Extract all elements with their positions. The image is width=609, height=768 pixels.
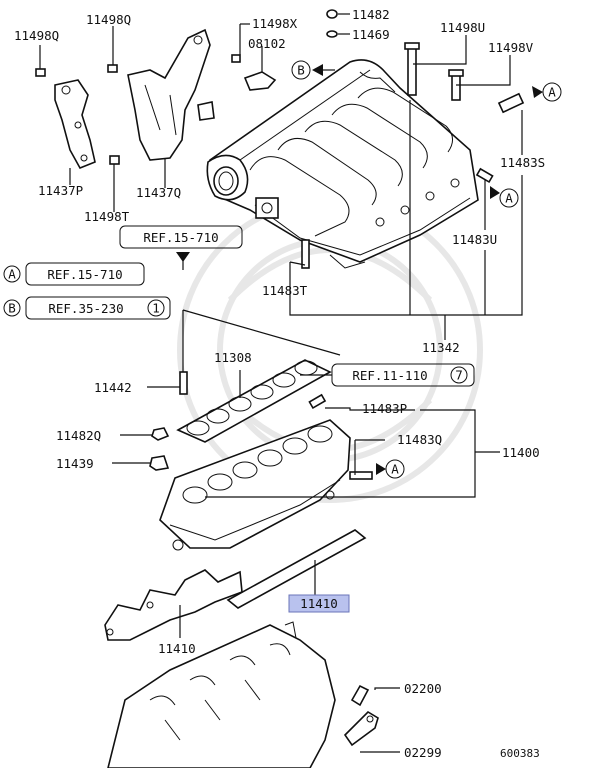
label-11498X[interactable]: 11498X (252, 16, 298, 31)
nut-11482[interactable] (326, 9, 338, 19)
label-02200[interactable]: 02200 (404, 681, 442, 696)
label-11439[interactable]: 11439 (56, 456, 94, 471)
legend-ref-b[interactable]: B REF.35-230 1 (3, 296, 171, 320)
cylinder-head (107, 621, 336, 768)
bolt-11498V[interactable] (448, 69, 464, 101)
label-11410-highlighted[interactable]: 11410 (300, 596, 338, 611)
gasket-11410-upper[interactable] (226, 529, 367, 609)
svg-text:B: B (8, 301, 16, 316)
label-11483U[interactable]: 11483U (452, 232, 497, 247)
arrow-to-a-mid (490, 186, 500, 199)
bolt-11498Q-right[interactable] (107, 64, 118, 73)
arrow-to-a-lower (376, 463, 386, 475)
gasket-11308[interactable] (176, 359, 332, 443)
plug-02200[interactable] (350, 684, 370, 707)
bolt-11498X[interactable] (231, 54, 241, 63)
washer-11469[interactable] (326, 30, 338, 38)
label-11498T[interactable]: 11498T (84, 209, 130, 224)
leader-lines (39, 13, 523, 753)
label-08102[interactable]: 08102 (248, 36, 286, 51)
label-11498U[interactable]: 11498U (440, 20, 485, 35)
svg-text:A: A (8, 267, 16, 282)
label-11437Q[interactable]: 11437Q (136, 185, 181, 200)
svg-text:A: A (548, 85, 556, 100)
svg-text:A: A (505, 191, 513, 206)
label-11442[interactable]: 11442 (94, 380, 132, 395)
arrow-to-a-right (532, 86, 543, 98)
label-11482Q[interactable]: 11482Q (56, 428, 101, 443)
stud-11498U[interactable] (404, 42, 420, 96)
label-11342[interactable]: 11342 (422, 340, 460, 355)
gasket-11410-lower[interactable] (104, 569, 243, 641)
part-labels: 11498Q 11498Q 11498X 11482 11469 11498U … (14, 7, 545, 760)
label-11483P[interactable]: 11483P (362, 401, 407, 416)
nut-11482Q[interactable] (151, 427, 170, 441)
label-11498Q-right[interactable]: 11498Q (86, 12, 131, 27)
svg-text:7: 7 (455, 368, 463, 383)
ref-box-top[interactable]: REF.15-710 (119, 225, 243, 249)
arrow-to-ref-top (176, 252, 190, 270)
label-11482[interactable]: 11482 (352, 7, 390, 22)
stud-11483P[interactable] (308, 393, 327, 410)
bolt-11483S[interactable] (497, 92, 525, 114)
marker-a-mid: A (499, 188, 519, 208)
stud-11442[interactable] (179, 371, 188, 395)
svg-text:REF.15-710: REF.15-710 (143, 230, 218, 245)
stud-11483U[interactable] (475, 167, 494, 184)
svg-text:REF.15-710: REF.15-710 (47, 267, 122, 282)
bracket-11437Q[interactable] (127, 28, 215, 161)
label-11498Q-left[interactable]: 11498Q (14, 28, 59, 43)
diagram-code: 600383 (500, 747, 540, 760)
stud-11483Q[interactable] (349, 471, 373, 480)
label-11400[interactable]: 11400 (502, 445, 540, 460)
upper-intake-manifold-11342[interactable] (206, 59, 479, 269)
bracket-08102[interactable] (243, 62, 277, 91)
bolt-11498T[interactable] (109, 155, 120, 165)
label-11498V[interactable]: 11498V (488, 40, 534, 55)
ref-box-mid[interactable]: REF.11-110 7 (331, 363, 475, 387)
svg-text:REF.11-110: REF.11-110 (352, 368, 427, 383)
bolt-11498Q-left[interactable] (35, 60, 46, 77)
label-02299[interactable]: 02299 (404, 745, 442, 760)
lower-intake-manifold-11400[interactable] (159, 419, 351, 551)
bracket-11437P[interactable] (54, 79, 96, 170)
legend-ref-a[interactable]: A REF.15-710 (3, 262, 145, 286)
svg-text:REF.35-230: REF.35-230 (48, 301, 123, 316)
label-11469[interactable]: 11469 (352, 27, 390, 42)
nut-11439[interactable] (149, 455, 170, 471)
label-11483S[interactable]: 11483S (500, 155, 545, 170)
svg-text:1: 1 (152, 301, 160, 316)
label-11410[interactable]: 11410 (158, 641, 196, 656)
marker-a-lower: A (385, 459, 405, 479)
marker-b-top: B (291, 60, 311, 80)
bracket-02299[interactable] (343, 710, 379, 747)
label-11308[interactable]: 11308 (214, 350, 252, 365)
label-11483Q[interactable]: 11483Q (397, 432, 442, 447)
svg-text:B: B (297, 63, 305, 78)
svg-text:A: A (391, 462, 399, 477)
arrow-to-b-top (312, 64, 335, 76)
stud-11483T[interactable] (301, 239, 310, 269)
marker-a-right: A (542, 82, 562, 102)
label-11437P[interactable]: 11437P (38, 183, 83, 198)
label-11483T[interactable]: 11483T (262, 283, 308, 298)
label-11410-highlight-bg (288, 594, 350, 613)
